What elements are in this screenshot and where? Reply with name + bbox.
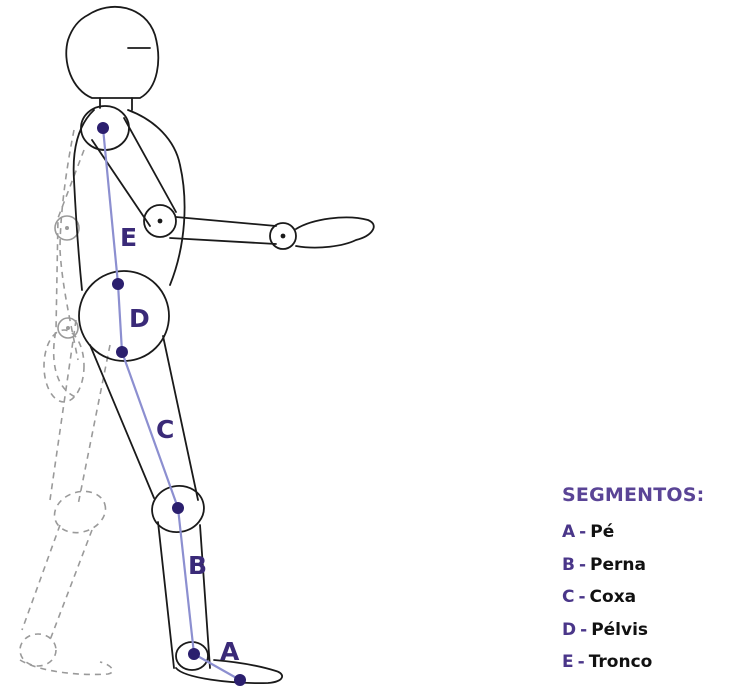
ghost-hand [44, 330, 84, 402]
segments-legend: SEGMENTOS: A-Pé B-Perna C-Coxa D-Pélvis … [562, 484, 756, 679]
legend-key: C [562, 587, 574, 607]
ghost-elbow-dot [65, 226, 69, 230]
segment-letter-b: B [188, 551, 207, 580]
legend-separator: - [579, 522, 586, 542]
ghost-shin-back [22, 525, 60, 630]
forearm-top [176, 217, 276, 226]
legend-item-a: A-Pé [562, 516, 756, 549]
elbow-center-dot [158, 219, 163, 224]
legend-separator: - [578, 652, 585, 672]
ghost-wrist-dot [66, 326, 70, 330]
legend-separator: - [580, 620, 587, 640]
legend-item-d: D-Pélvis [562, 614, 756, 647]
legend-separator: - [578, 587, 585, 607]
ghost-joints [55, 216, 79, 338]
wrist-center-dot [281, 234, 286, 239]
legend-name: Pélvis [591, 620, 648, 640]
legend-key: B [562, 555, 575, 575]
ankle-joint-dot [188, 648, 200, 660]
segment-letter-e: E [120, 223, 137, 252]
legend-name: Pé [590, 522, 614, 542]
forearm-bottom [170, 238, 276, 244]
thigh-back [90, 345, 154, 498]
torso-front [128, 110, 185, 285]
legend-item-e: E-Tronco [562, 646, 756, 679]
segment-letter-c: C [156, 415, 174, 444]
shoulder-joint-dot [97, 122, 109, 134]
ghost-thigh-front [78, 345, 110, 505]
legend-key: E [562, 652, 574, 672]
segment-letter-d: D [129, 304, 150, 333]
ghost-figure [20, 130, 113, 674]
legend-item-c: C-Coxa [562, 581, 756, 614]
legend-item-b: B-Perna [562, 549, 756, 582]
main-figure [66, 7, 374, 683]
hand [296, 217, 374, 247]
ghost-shin-front [50, 530, 92, 640]
legend-separator: - [579, 555, 586, 575]
hip-joint-dot [112, 278, 124, 290]
legend-name: Tronco [589, 652, 653, 672]
toe-joint-dot [234, 674, 246, 686]
ghost-ankle [20, 634, 56, 666]
legend-key: D [562, 620, 576, 640]
segment-letter-a: A [220, 637, 240, 666]
shin-back [158, 522, 174, 668]
ghost-knee [49, 485, 111, 539]
legend-name: Perna [590, 555, 646, 575]
head [66, 7, 158, 98]
segment-joints [97, 122, 246, 686]
legend-name: Coxa [590, 587, 637, 607]
knee-joint-dot [172, 502, 184, 514]
ghost-foot [20, 660, 113, 674]
upper-arm-back [92, 140, 150, 226]
ghost-arm [54, 150, 84, 398]
pelvis-lower-joint-dot [116, 346, 128, 358]
legend-key: A [562, 522, 575, 542]
legend-title: SEGMENTOS: [562, 484, 756, 506]
